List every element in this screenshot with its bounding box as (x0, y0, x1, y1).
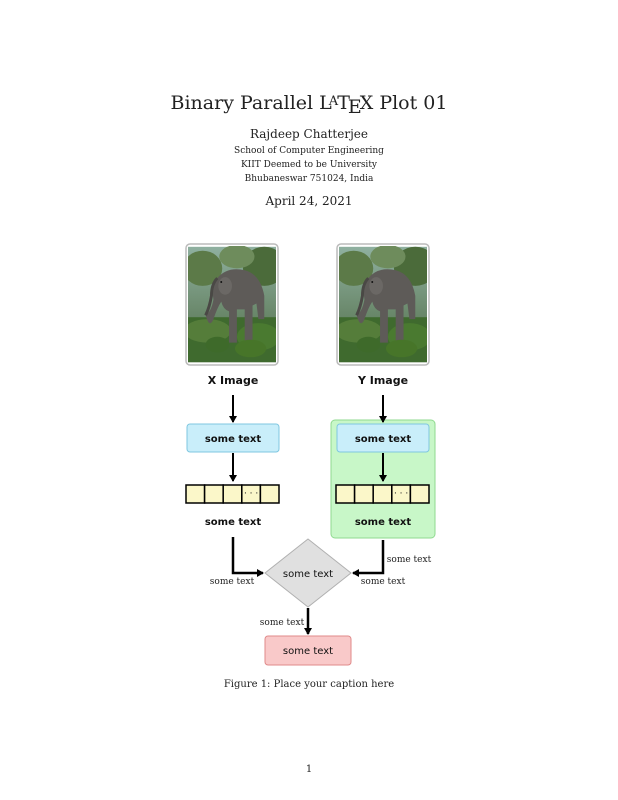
left-edge-label: some text (210, 577, 255, 587)
affiliation-line-3: Bhubaneswar 751024, India (244, 174, 374, 184)
arrow-left-to-decision (231, 537, 264, 577)
y-image-photo (336, 243, 430, 366)
left-feature-vector: · · · (185, 484, 280, 504)
right-feature-label: some text (355, 517, 412, 528)
paper-title: Binary Parallel LATEX Plot 01 (170, 92, 448, 118)
output-label: some text (283, 646, 333, 657)
right-process-label: some text (355, 434, 412, 445)
author-name: Rajdeep Chatterjee (249, 127, 369, 141)
right-process-box (336, 423, 430, 453)
left-process-box (186, 423, 280, 453)
output-box (264, 635, 352, 666)
decision-label: some text (283, 569, 333, 580)
x-image-label: X Image (208, 374, 259, 387)
decision-diamond (264, 538, 352, 608)
affiliation-line-1: School of Computer Engineering (234, 146, 384, 156)
left-feature-label: some text (205, 517, 262, 528)
svg-text:· · ·: · · · (244, 489, 258, 499)
arrow-right-to-decision (352, 540, 385, 577)
figure-caption: Figure 1: Place your caption here (223, 679, 395, 690)
output-edge-label: some text (260, 618, 305, 628)
right-edge-label-upper: some text (387, 555, 432, 565)
right-feature-vector: · · · (335, 484, 430, 504)
x-image-photo (185, 243, 279, 366)
right-edge-label-lower: some text (361, 577, 406, 587)
affiliation-line-2: KIIT Deemed to be University (240, 160, 378, 170)
y-image-label: Y Image (357, 374, 408, 387)
svg-text:· · ·: · · · (394, 489, 408, 499)
page-number: 1 (305, 764, 313, 775)
paper-date: April 24, 2021 (265, 194, 353, 208)
left-process-label: some text (205, 434, 262, 445)
